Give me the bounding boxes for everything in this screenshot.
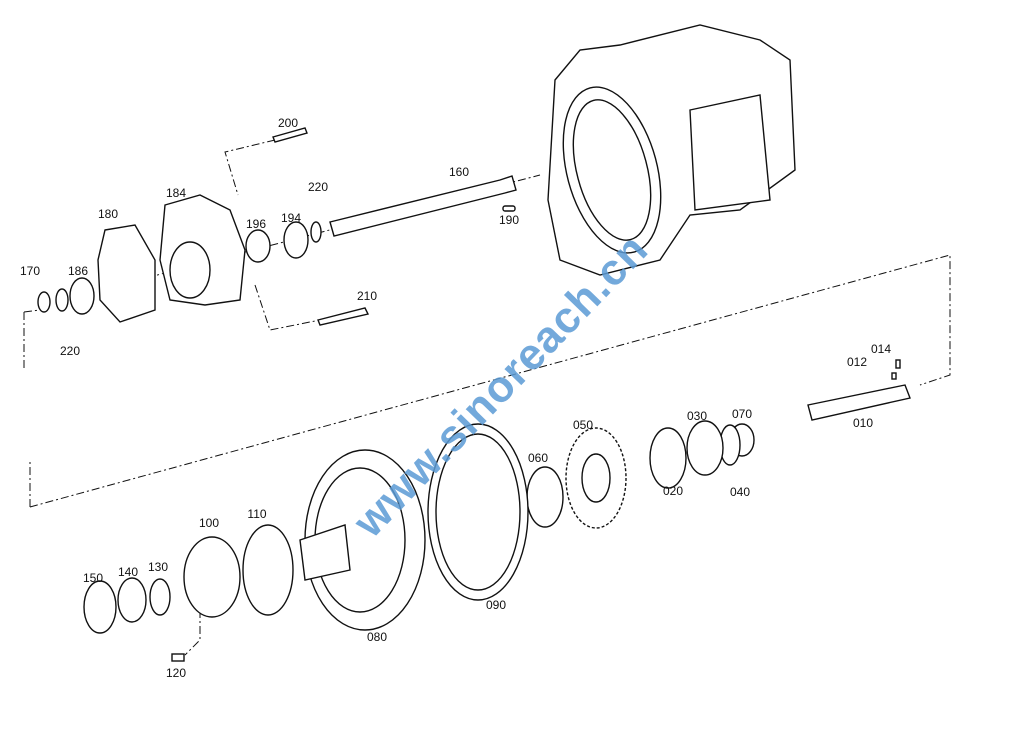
part-label-196: 196 (245, 217, 267, 231)
pin-012 (891, 372, 897, 380)
shaft-160 (329, 175, 517, 237)
bolt-200 (272, 127, 308, 143)
bolt-line-210 (254, 284, 321, 331)
pin-014 (895, 359, 901, 369)
part-label-060: 060 (527, 451, 549, 465)
bearing-060 (526, 466, 564, 528)
ring-196 (245, 229, 271, 263)
axis-line-lower (29, 254, 951, 508)
part-label-140: 140 (117, 565, 139, 579)
part-label-186: 186 (67, 264, 89, 278)
part-label-100: 100 (198, 516, 220, 530)
gear-hub (581, 453, 611, 503)
part-label-010: 010 (852, 416, 874, 430)
part-label-180: 180 (97, 207, 119, 221)
part-label-184: 184 (165, 186, 187, 200)
part-label-220: 220 (307, 180, 329, 194)
part-label-200: 200 (277, 116, 299, 130)
part-label-160: 160 (448, 165, 470, 179)
transmission-housing (547, 24, 796, 276)
bearing-020 (649, 427, 687, 489)
planet-carrier-080 (299, 449, 426, 631)
part-label-050: 050 (572, 418, 594, 432)
disc-030 (686, 420, 724, 476)
gasket-inner (435, 433, 521, 591)
ring-130 (149, 578, 171, 616)
gasket-180 (97, 224, 156, 323)
part-label-110: 110 (247, 507, 267, 521)
part-label-210: 210 (356, 289, 378, 303)
part-label-014: 014 (870, 342, 892, 356)
screw-120 (171, 653, 185, 662)
ring-170 (37, 291, 51, 313)
bolt-line-120 (184, 610, 201, 656)
part-label-040: 040 (729, 485, 751, 499)
part-label-194: 194 (280, 211, 302, 225)
part-label-190: 190 (498, 213, 520, 227)
part-label-020: 020 (662, 484, 684, 498)
ring-100 (183, 536, 241, 618)
bolt-line-200 (224, 139, 276, 196)
ring-220-upper (310, 221, 322, 243)
part-label-070: 070 (731, 407, 753, 421)
pin-190 (502, 205, 516, 212)
part-label-120: 120 (165, 666, 187, 680)
bearing-194 (283, 221, 309, 259)
ring-140 (117, 577, 147, 623)
axis-line-upper (23, 149, 651, 370)
part-label-130: 130 (147, 560, 169, 574)
ring-220-lower (55, 288, 69, 312)
gasket-110 (242, 524, 294, 616)
bolt-210 (317, 307, 370, 326)
part-label-030: 030 (686, 409, 708, 423)
part-label-150: 150 (82, 571, 104, 585)
part-label-012: 012 (846, 355, 868, 369)
bearing-186 (69, 277, 95, 315)
part-label-080: 080 (366, 630, 388, 644)
seal-150 (83, 580, 117, 634)
part-label-170: 170 (19, 264, 41, 278)
shaft-010 (807, 384, 911, 421)
part-label-090: 090 (485, 598, 507, 612)
cover-bore (169, 241, 211, 299)
part-label-220-lower: 220 (59, 344, 81, 358)
